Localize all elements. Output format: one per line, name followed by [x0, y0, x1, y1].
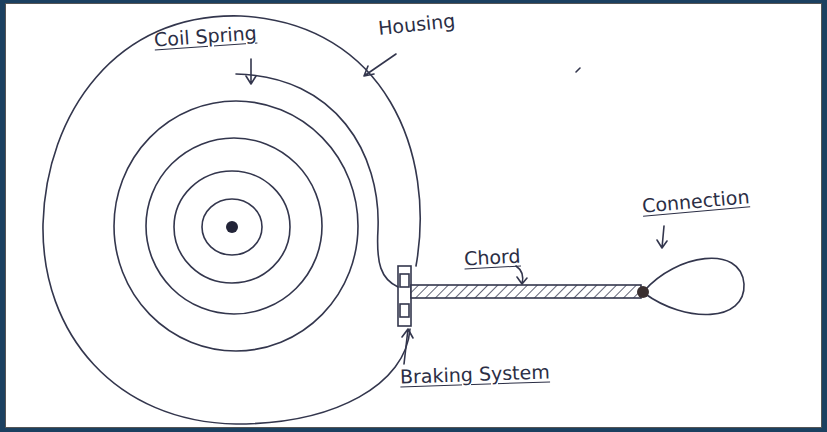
brake-pad — [400, 304, 409, 317]
leader-arrow — [402, 329, 413, 364]
housing-label: Housing — [377, 10, 456, 39]
spring-label: Coil Spring — [153, 22, 257, 50]
spring-axle — [226, 221, 238, 233]
drawing-sheet: Housing Coil SpringChord ConnectionBraking… — [5, 3, 822, 428]
cord-label: Chord — [463, 246, 521, 270]
mechanism-illustration — [6, 4, 821, 427]
cord-knot — [637, 286, 649, 298]
connection-label: Connection — [641, 186, 750, 216]
brake-housing — [398, 266, 411, 326]
spring-coil — [202, 199, 262, 255]
leader-arrow — [657, 226, 667, 248]
spring-coil — [114, 101, 358, 351]
brake-label: Braking System — [400, 361, 550, 387]
spring-coil — [236, 74, 398, 287]
connection-loop — [644, 258, 744, 314]
spring-coil — [146, 138, 322, 314]
leader-arrow — [246, 59, 256, 84]
pen-mark — [576, 68, 580, 72]
brake-pad — [400, 274, 409, 287]
housing-outline — [43, 16, 420, 424]
spring-coil — [174, 171, 290, 283]
leader-arrow — [364, 54, 396, 76]
leader-arrow — [516, 266, 527, 284]
cord — [411, 285, 641, 298]
